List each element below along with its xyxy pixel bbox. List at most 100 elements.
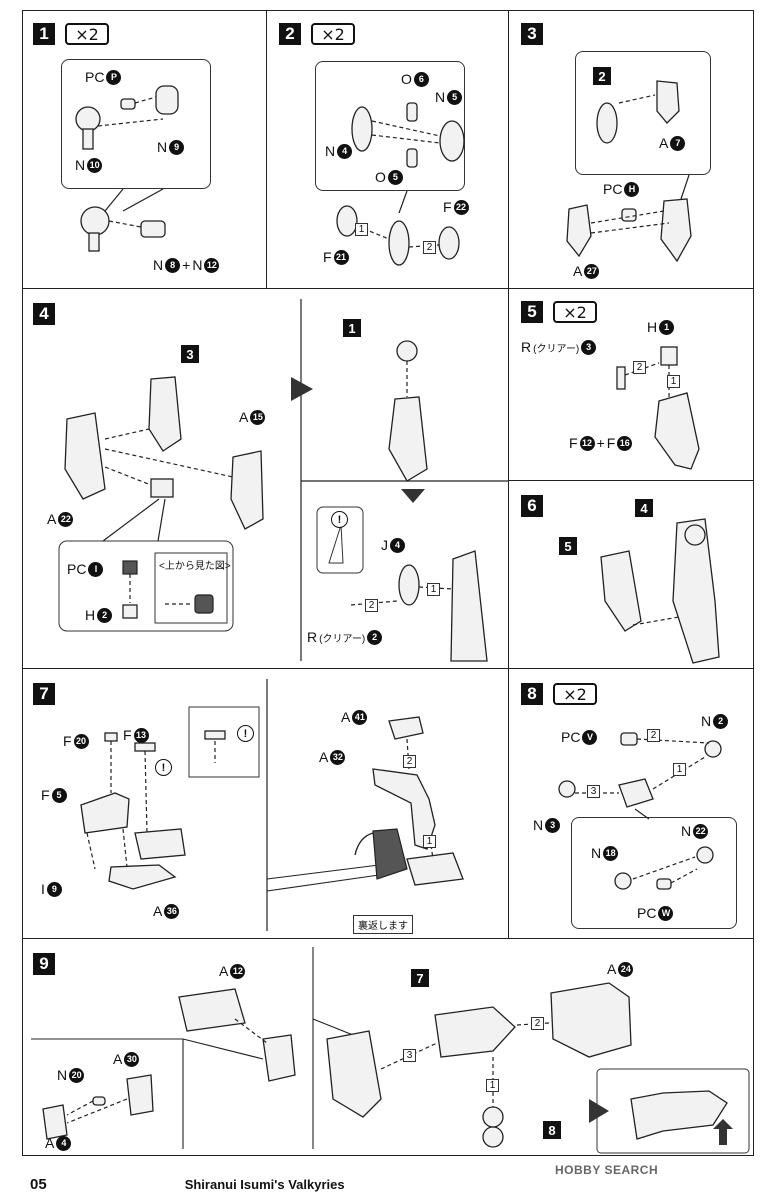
order-callout: 1	[427, 583, 440, 596]
multiplier-badge: ×2	[553, 301, 597, 323]
detail-box	[315, 61, 465, 191]
step-number: 4	[33, 303, 55, 325]
step-6-illustration	[600, 518, 720, 664]
ref-step-3: 3	[181, 345, 199, 363]
order-callout: 2	[423, 241, 436, 254]
caution-mark: !	[237, 725, 254, 742]
step-number: 8	[521, 683, 543, 705]
order-callout: 1	[667, 375, 680, 388]
step-number: 5	[521, 301, 543, 323]
flip-note: 裏返します	[353, 915, 413, 934]
label-r2-clear: R(クリアー)2	[307, 629, 383, 645]
step-5-illustration	[616, 346, 700, 470]
caution-mark: !	[331, 511, 348, 528]
step-number: 3	[521, 23, 543, 45]
order-callout: 2	[633, 361, 646, 374]
order-callout: 2	[531, 1017, 544, 1030]
multiplier-badge: ×2	[553, 683, 597, 705]
detail-box	[571, 817, 737, 929]
watermark: HOBBY SEARCH	[555, 1163, 659, 1177]
order-callout: 2	[647, 729, 660, 742]
step-number: 1	[33, 23, 55, 45]
footer-brand: Shiranui Isumi's Valkyries	[184, 1177, 345, 1192]
step-number: 9	[33, 953, 55, 975]
ref-step-8: 8	[543, 1121, 561, 1139]
step-8-illustration	[558, 732, 722, 890]
page-footer: 05 Shiranui Isumi's Valkyries	[30, 1176, 345, 1193]
order-callout: 2	[365, 599, 378, 612]
step-6-panel: 6 5 4	[508, 480, 754, 670]
ref-step-4: 4	[635, 499, 653, 517]
multiplier-badge: ×2	[311, 23, 355, 45]
step-7-illustration	[80, 679, 464, 931]
ref-step-1: 1	[343, 319, 361, 337]
order-callout: 3	[403, 1049, 416, 1062]
step-number: 2	[279, 23, 301, 45]
order-callout: 1	[673, 763, 686, 776]
detail-box	[575, 51, 711, 175]
multiplier-badge: ×2	[65, 23, 109, 45]
step-2-illustration	[336, 102, 465, 266]
caution-mark: !	[155, 759, 172, 776]
step-4-illustration	[58, 299, 511, 662]
order-callout: 2	[403, 755, 416, 768]
order-callout: 1	[423, 835, 436, 848]
label-top-view: <上から見た図>	[159, 561, 231, 572]
step-1-illustration	[75, 85, 179, 252]
detail-box	[61, 59, 211, 189]
label-r3-clear: R(クリアー)3	[521, 339, 597, 355]
page-number: 05	[30, 1176, 47, 1193]
ref-step-7: 7	[411, 969, 429, 987]
step-number: 7	[33, 683, 55, 705]
order-callout: 3	[587, 785, 600, 798]
order-callout: 1	[486, 1079, 499, 1092]
step-number: 6	[521, 495, 543, 517]
step-3-illustration	[566, 80, 692, 263]
ref-step-2: 2	[593, 67, 611, 85]
